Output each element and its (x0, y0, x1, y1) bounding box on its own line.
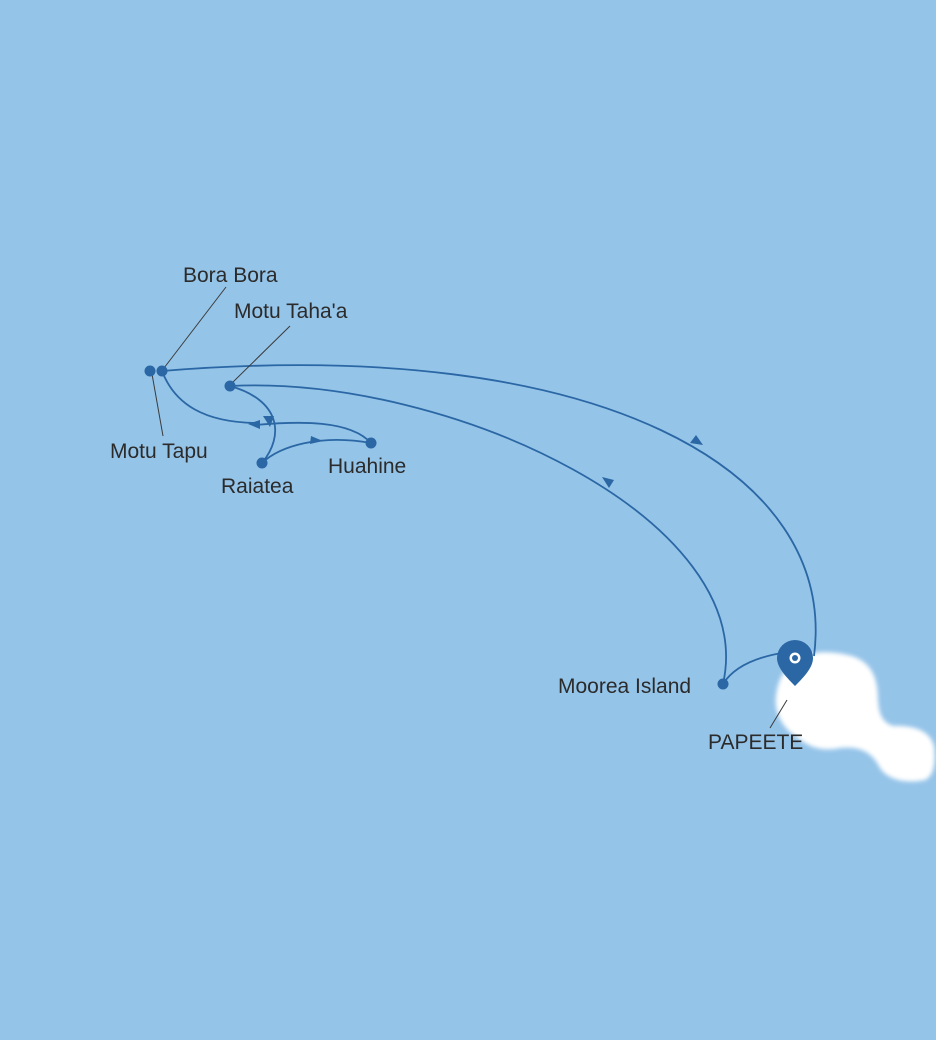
route-raiatea-huahine (261, 439, 372, 464)
port-dot-motu-tapu[interactable] (144, 365, 156, 377)
label-motu-tapu: Motu Tapu (110, 440, 208, 463)
port-dot-huahine[interactable] (365, 437, 377, 449)
port-dot-bora-bora[interactable] (156, 365, 168, 377)
arrow-head (263, 416, 274, 427)
arrow-head (690, 435, 703, 445)
label-raiatea: Raiatea (221, 475, 294, 498)
port-dot-raiatea[interactable] (256, 457, 268, 469)
leader-lines (151, 286, 788, 729)
leader-papeete (769, 699, 788, 729)
map-pin-icon[interactable] (777, 640, 813, 686)
label-moorea: Moorea Island (558, 675, 691, 698)
leader-motu-tapu (151, 373, 164, 437)
arrow-head (602, 477, 614, 488)
port-dot-moorea[interactable] (717, 678, 729, 690)
route-bora-bora-raiatea (161, 370, 256, 424)
leader-motu-tahaa (231, 325, 291, 384)
label-papeete: PAPEETE (708, 731, 803, 754)
leader-bora-bora (163, 286, 227, 369)
route-arrows (248, 416, 703, 488)
label-bora-bora: Bora Bora (183, 264, 278, 287)
routes (161, 364, 817, 685)
tahiti-island (775, 652, 935, 782)
arrow-head (248, 420, 260, 429)
route-motu-tahaa-moorea (229, 384, 727, 685)
port-markers (144, 365, 729, 690)
label-motu-tahaa: Motu Taha'a (234, 300, 348, 323)
arrow-head (310, 436, 323, 444)
route-motu-tahaa-raiatea (229, 385, 276, 464)
route-papeete-bora-bora (161, 364, 817, 657)
port-dot-motu-tahaa[interactable] (224, 380, 236, 392)
label-huahine: Huahine (328, 455, 406, 478)
port-labels: Bora Bora Motu Taha'a Motu Tapu Raiatea … (110, 264, 803, 754)
